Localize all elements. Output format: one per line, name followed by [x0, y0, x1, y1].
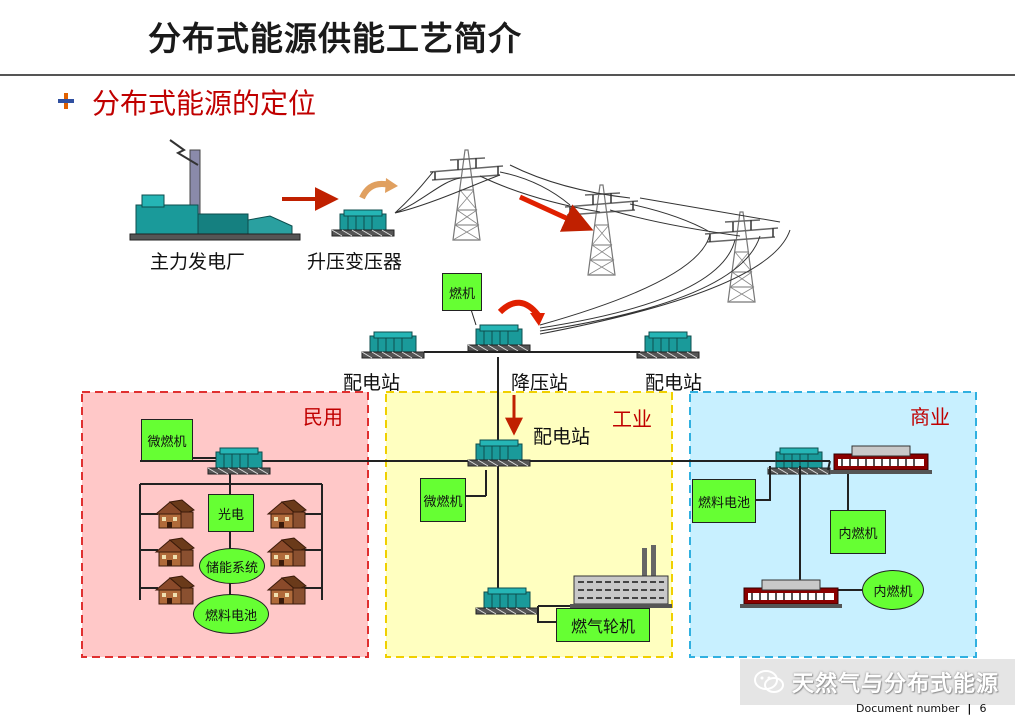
- distribution-station-icon: [467, 439, 531, 467]
- main-power-plant-label: 主力发电厂: [150, 251, 246, 273]
- plus-bullet-icon: [58, 93, 74, 109]
- rotate-arrow-icon: [497, 299, 541, 317]
- transmission-tower-icon: [429, 149, 504, 241]
- step-up-transformer-label: 升压变压器: [307, 251, 403, 273]
- power-plant-icon: [129, 139, 301, 241]
- zone-commercial-label: 商业: [910, 405, 950, 429]
- transmission-tower-icon: [564, 184, 639, 276]
- ice-box: 内燃机: [830, 510, 886, 554]
- distribution-station-icon: [636, 331, 700, 359]
- distribution-station-center-label: 配电站: [533, 426, 591, 448]
- page-number: 6: [979, 702, 987, 715]
- distribution-station-icon: [361, 331, 425, 359]
- footer: Document number|6: [856, 702, 987, 715]
- step-down-station-label: 降压站: [511, 372, 569, 394]
- zone-residential-label: 民用: [303, 405, 343, 429]
- slide-title: 分布式能源供能工艺简介: [148, 19, 522, 58]
- watermark-text: 天然气与分布式能源: [792, 672, 1000, 697]
- document-number-label: Document number: [856, 702, 960, 715]
- residential-micro-turbine-box: 微燃机: [141, 419, 193, 461]
- industrial-micro-turbine-box: 微燃机: [420, 478, 466, 522]
- step-down-transformer-icon: [467, 324, 531, 352]
- title-divider: [0, 74, 1015, 76]
- gas-turbine-box: 燃机: [442, 273, 482, 311]
- arrow-transmission: [518, 194, 594, 232]
- pv-box: 光电: [208, 494, 254, 532]
- watermark: 天然气与分布式能源: [740, 659, 1015, 705]
- energy-storage-oval: 储能系统: [199, 548, 265, 584]
- commercial-fuel-cell-box: 燃料电池: [692, 479, 756, 523]
- zone-industrial-label: 工业: [612, 407, 652, 431]
- gas-turbine-box: 燃气轮机: [556, 608, 650, 642]
- residential-fuel-cell-oval: 燃料电池: [193, 594, 269, 634]
- factory-icon: [570, 545, 672, 608]
- slide-subtitle: 分布式能源的定位: [92, 87, 317, 120]
- distribution-station-right-label: 配电站: [645, 372, 703, 394]
- ice-oval: 内燃机: [862, 570, 924, 610]
- wechat-icon: [754, 670, 784, 693]
- distribution-station-left-label: 配电站: [343, 372, 401, 394]
- step-up-transformer-icon: [331, 209, 395, 237]
- industrial-transformer-icon: [475, 587, 539, 615]
- residential-transformer-icon: [207, 447, 271, 475]
- transmission-tower-icon: [704, 211, 779, 303]
